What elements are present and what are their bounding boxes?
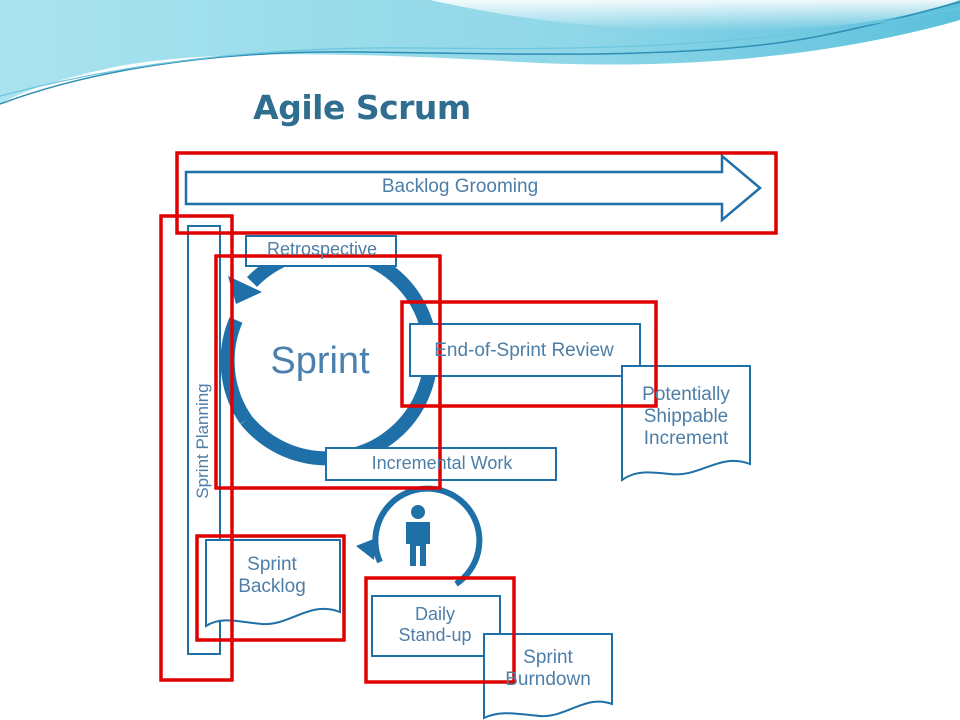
wave-line [0, 1, 960, 105]
backlog-grooming-arrow [184, 153, 762, 223]
wave-line-2 [0, 7, 960, 97]
retrospective-label: Retrospective [266, 239, 378, 259]
highlight-backlog-grooming [175, 151, 778, 235]
retrospective-box [245, 235, 397, 267]
daily-standup-box [371, 595, 501, 657]
review-label: End-of-Sprint Review [434, 340, 614, 361]
sprint-label: Sprint [270, 340, 370, 382]
person-icon [406, 505, 430, 566]
sprint-backlog-document [205, 539, 341, 628]
sprint-backlog-label: Sprint Backlog [238, 554, 306, 597]
highlight-sprint-planning [159, 214, 234, 682]
review-box [409, 323, 641, 377]
highlight-sprint [214, 254, 442, 490]
sprint-burndown-label: Sprint Burndown [505, 647, 591, 690]
increment-label: Potentially Shippable Increment [642, 384, 730, 449]
daily-cycle-arrowhead [356, 538, 376, 560]
sprint-cycle-arrowhead [228, 276, 262, 304]
wave-header [0, 0, 960, 105]
slide-title: Agile Scrum [253, 88, 471, 127]
daily-cycle-ring [372, 485, 483, 587]
wave-highlight [430, 0, 960, 31]
daily-standup-label: Daily Stand-up [398, 604, 472, 645]
highlight-sprint-backlog [195, 534, 346, 642]
highlight-review [400, 300, 658, 408]
backlog-grooming-label: Backlog Grooming [381, 176, 539, 197]
increment-document [621, 365, 751, 482]
highlight-daily-standup [364, 576, 516, 684]
sprint-burndown-document [483, 633, 613, 720]
incremental-work-label: Incremental Work [371, 453, 513, 473]
sprint-planning-label: Sprint Planning [193, 383, 212, 499]
